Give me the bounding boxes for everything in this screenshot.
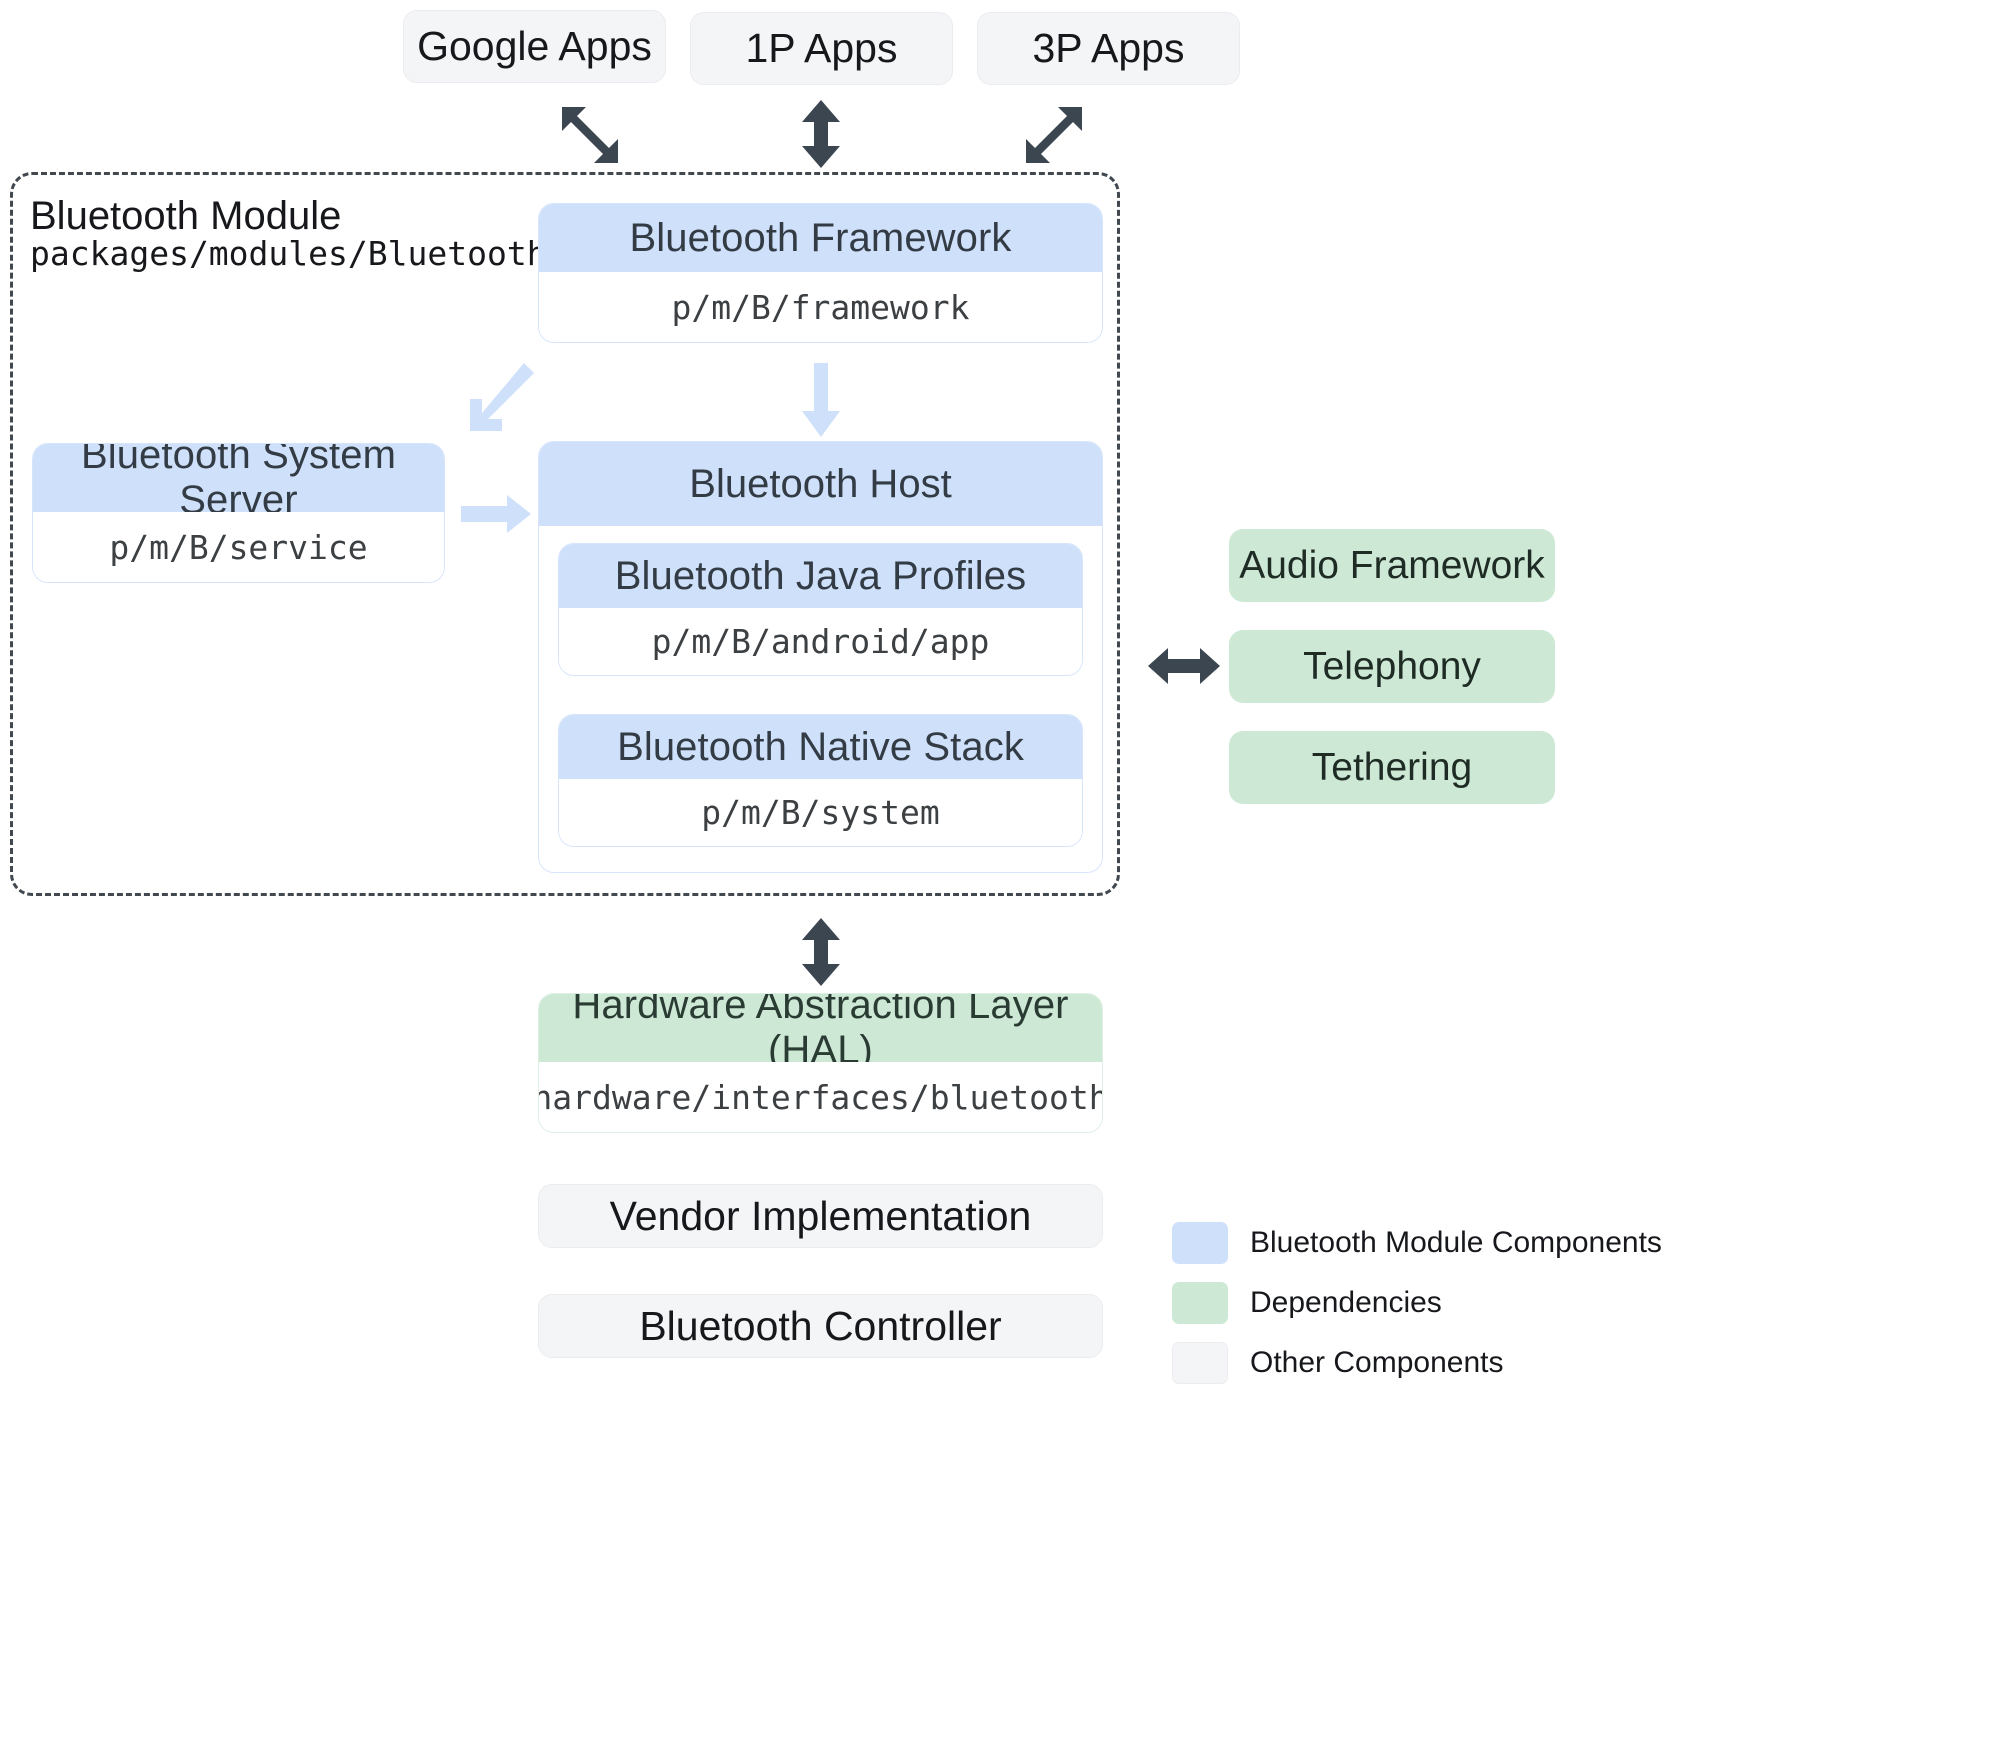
box-label: Bluetooth Controller xyxy=(639,1302,1002,1349)
card-path: hardware/interfaces/bluetooth xyxy=(539,1062,1102,1132)
card-title: Hardware Abstraction Layer (HAL) xyxy=(539,994,1102,1072)
card-bluetooth-native-stack[interactable]: Bluetooth Native Stack p/m/B/system xyxy=(558,714,1083,847)
legend-label: Dependencies xyxy=(1250,1286,1442,1319)
card-path: p/m/B/android/app xyxy=(559,608,1082,675)
dependency-box-telephony[interactable]: Telephony xyxy=(1229,630,1555,703)
app-box-google-apps[interactable]: Google Apps xyxy=(403,10,666,83)
app-box-3p-apps[interactable]: 3P Apps xyxy=(977,12,1240,85)
bluetooth-module-boundary xyxy=(10,172,1120,896)
box-vendor-implementation[interactable]: Vendor Implementation xyxy=(538,1184,1103,1248)
card-title: Bluetooth System Server xyxy=(33,444,444,522)
legend-label: Bluetooth Module Components xyxy=(1250,1226,1662,1259)
arrow-host-to-dependencies xyxy=(1148,645,1220,687)
legend-item-module-components: Bluetooth Module Components xyxy=(1172,1222,1662,1264)
dependency-label: Tethering xyxy=(1311,745,1473,789)
legend-item-dependencies: Dependencies xyxy=(1172,1282,1662,1324)
arrow-framework-to-host xyxy=(800,363,842,439)
card-bluetooth-framework[interactable]: Bluetooth Framework p/m/B/framework xyxy=(538,203,1103,343)
dependency-box-audio-framework[interactable]: Audio Framework xyxy=(1229,529,1555,602)
arrow-module-to-hal xyxy=(800,918,842,986)
app-box-1p-apps[interactable]: 1P Apps xyxy=(690,12,953,85)
app-box-label: 3P Apps xyxy=(1032,25,1185,71)
arrow-1p-apps-to-module xyxy=(800,100,842,168)
legend-swatch-blue xyxy=(1172,1222,1228,1264)
card-title: Bluetooth Native Stack xyxy=(559,715,1082,779)
app-box-label: 1P Apps xyxy=(745,25,898,71)
module-title: Bluetooth Module xyxy=(30,194,342,238)
arrow-system-server-to-host xyxy=(461,493,533,535)
arrow-google-apps-to-module xyxy=(556,103,622,165)
card-title: Bluetooth Java Profiles xyxy=(559,544,1082,608)
dependency-label: Audio Framework xyxy=(1239,543,1545,587)
card-hardware-abstraction-layer[interactable]: Hardware Abstraction Layer (HAL) hardwar… xyxy=(538,993,1103,1133)
legend-item-other-components: Other Components xyxy=(1172,1342,1662,1384)
legend: Bluetooth Module Components Dependencies… xyxy=(1172,1222,1662,1384)
card-path: p/m/B/service xyxy=(33,512,444,582)
dependency-box-tethering[interactable]: Tethering xyxy=(1229,731,1555,804)
module-path: packages/modules/Bluetooth xyxy=(30,234,547,273)
card-bluetooth-system-server[interactable]: Bluetooth System Server p/m/B/service xyxy=(32,443,445,583)
legend-swatch-green xyxy=(1172,1282,1228,1324)
card-path: p/m/B/framework xyxy=(539,272,1102,342)
legend-swatch-grey xyxy=(1172,1342,1228,1384)
app-box-label: Google Apps xyxy=(417,23,652,69)
box-label: Vendor Implementation xyxy=(609,1192,1032,1239)
dependency-label: Telephony xyxy=(1303,644,1481,688)
box-bluetooth-controller[interactable]: Bluetooth Controller xyxy=(538,1294,1103,1358)
arrow-3p-apps-to-module xyxy=(1022,103,1088,165)
card-bluetooth-java-profiles[interactable]: Bluetooth Java Profiles p/m/B/android/ap… xyxy=(558,543,1083,676)
legend-label: Other Components xyxy=(1250,1346,1504,1379)
card-title: Bluetooth Host xyxy=(539,442,1102,526)
card-title: Bluetooth Framework xyxy=(539,204,1102,272)
card-path: p/m/B/system xyxy=(559,779,1082,846)
arrow-framework-to-system-server xyxy=(462,363,534,431)
